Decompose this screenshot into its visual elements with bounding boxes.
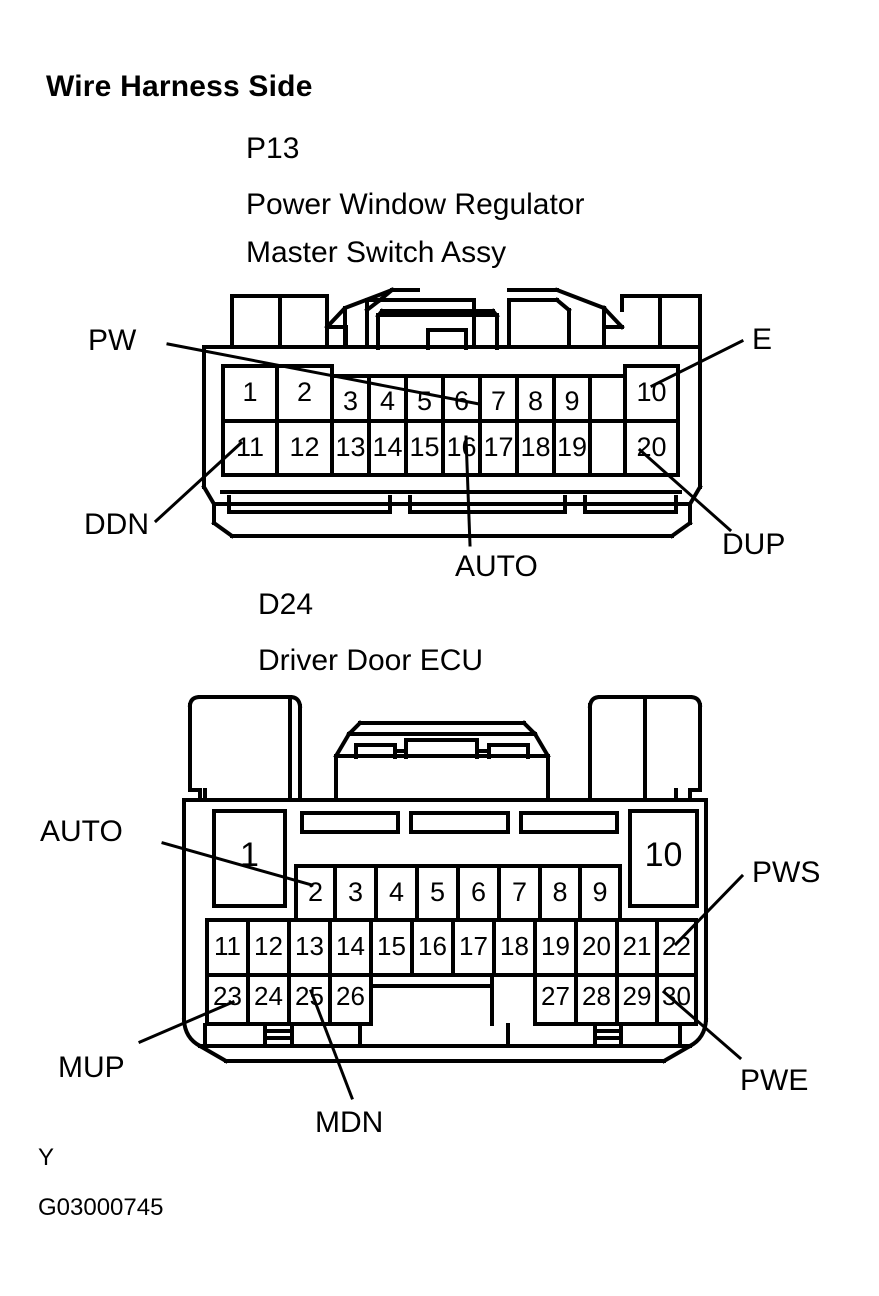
d24-leader-lines (138, 841, 745, 1100)
d24-pin-7: 7 (511, 877, 528, 907)
d24-pin-1: 1 (240, 836, 259, 874)
p13-pin-1: 1 (242, 377, 258, 407)
d24-pin-2: 2 (307, 877, 324, 907)
d24-pin-30: 30 (662, 981, 691, 1011)
terminal-label-p13-dup: DUP (722, 528, 786, 561)
d24-pin-17: 17 (459, 931, 488, 961)
d24-pin-6: 6 (470, 877, 487, 907)
p13-pin-4: 4 (379, 386, 396, 416)
leader-d24-auto (161, 841, 314, 887)
terminal-label-p13-pw: PW (88, 324, 137, 357)
d24-pin-25: 25 (295, 981, 324, 1011)
p13-pin-16: 16 (446, 432, 477, 462)
d24-pin-12: 12 (254, 931, 283, 961)
connector-code-d24: D24 (258, 588, 314, 621)
d24-pin-4: 4 (388, 877, 405, 907)
d24-pin-18: 18 (500, 931, 529, 961)
p13-pin-13: 13 (335, 432, 366, 462)
connector-name-p13-line2: Master Switch Assy (246, 236, 507, 269)
leader-pw (166, 342, 481, 406)
d24-pin-15: 15 (377, 931, 406, 961)
footer-y-mark: Y (38, 1144, 55, 1171)
leader-pws (673, 873, 745, 947)
p13-pin-7: 7 (490, 386, 507, 416)
terminal-label-d24-mdn: MDN (315, 1106, 384, 1139)
d24-pin-9: 9 (592, 877, 608, 907)
p13-connector-body (201, 287, 703, 539)
p13-pin-14: 14 (372, 432, 403, 462)
connector-code-p13: P13 (246, 132, 300, 165)
d24-pin-14: 14 (336, 931, 365, 961)
d24-pin-8: 8 (552, 877, 568, 907)
d24-pin-19: 19 (541, 931, 570, 961)
terminal-label-d24-mup: MUP (58, 1051, 125, 1084)
d24-pin-28: 28 (582, 981, 611, 1011)
d24-pin-24: 24 (254, 981, 283, 1011)
p13-pin-5: 5 (416, 386, 433, 416)
d24-pin-21: 21 (622, 931, 652, 961)
page-title: Wire Harness Side (46, 70, 313, 103)
p13-pin-6: 6 (453, 386, 470, 416)
d24-pin-27: 27 (541, 981, 570, 1011)
d24-pin-22: 22 (662, 931, 691, 961)
d24-pin-13: 13 (295, 931, 324, 961)
p13-pin-3: 3 (342, 386, 359, 416)
leader-pwe (661, 989, 743, 1061)
p13-pin-20: 20 (636, 432, 667, 462)
connector-name-d24-line1: Driver Door ECU (258, 644, 484, 677)
d24-pin-26: 26 (336, 981, 365, 1011)
p13-pin-10: 10 (636, 377, 667, 407)
d24-pin-grid (205, 809, 699, 1026)
d24-pin-20: 20 (582, 931, 611, 961)
d24-connector-body (181, 694, 709, 1064)
d24-pin-3: 3 (347, 877, 364, 907)
p13-pin-9: 9 (564, 386, 580, 416)
leader-e (649, 338, 745, 389)
p13-pin-19: 19 (556, 432, 588, 462)
d24-pin-5: 5 (429, 877, 446, 907)
leader-mup (138, 1000, 235, 1044)
terminal-label-d24-pwe: PWE (740, 1064, 809, 1097)
p13-pin-11: 11 (235, 432, 265, 462)
p13-pin-17: 17 (483, 432, 514, 462)
p13-leader-lines (153, 338, 745, 547)
leader-auto (464, 435, 472, 547)
d24-pin-23: 23 (213, 981, 242, 1011)
footer-figure-id: G03000745 (38, 1194, 164, 1221)
p13-pin-8: 8 (527, 386, 544, 416)
leader-mdn (309, 989, 354, 1100)
d24-pin-16: 16 (418, 931, 447, 961)
p13-pin-2: 2 (296, 377, 313, 407)
d24-pin-11: 11 (214, 931, 241, 961)
leader-ddn (153, 440, 244, 524)
terminal-label-d24-pws: PWS (752, 856, 821, 889)
d24-pin-10: 10 (644, 836, 683, 874)
terminal-label-d24-auto: AUTO (40, 815, 123, 848)
d24-pin-29: 29 (622, 981, 652, 1011)
connector-name-p13-line1: Power Window Regulator (246, 188, 585, 221)
p13-pin-12: 12 (289, 432, 320, 462)
terminal-label-p13-e: E (752, 323, 773, 356)
terminal-label-p13-ddn: DDN (84, 508, 149, 541)
p13-pin-18: 18 (520, 432, 551, 462)
leader-dup (637, 447, 733, 533)
p13-pin-15: 15 (409, 432, 440, 462)
terminal-label-p13-auto: AUTO (455, 550, 538, 583)
